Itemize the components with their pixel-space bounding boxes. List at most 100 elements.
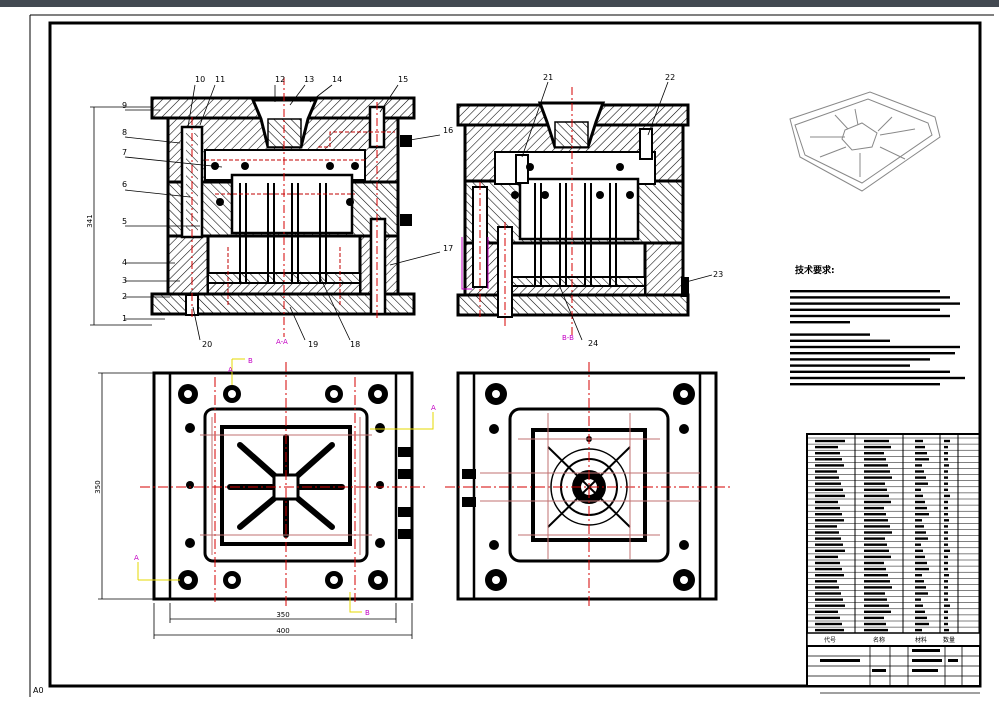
table-cell-mark [944, 567, 948, 571]
col-header-code: 代号 [824, 636, 836, 644]
slider-left-b [515, 154, 529, 184]
table-cell-mark [815, 531, 839, 534]
table-cell-mark [915, 604, 923, 607]
table-cell-mark [864, 476, 892, 479]
part-no-12: 12 [275, 75, 285, 84]
ejector-pins [239, 183, 327, 283]
marker-b-top: B [248, 357, 253, 365]
table-cell-mark [815, 561, 840, 565]
table-cell-mark [815, 537, 841, 540]
table-cell-mark [815, 494, 845, 498]
part-no-20: 20 [202, 340, 212, 349]
table-cell-mark [944, 555, 948, 559]
table-cell-mark [915, 445, 925, 449]
table-cell-mark [864, 543, 887, 546]
plan2-side-plugs [462, 469, 476, 507]
cooling-channel-lines-a [205, 131, 395, 307]
table-cell-mark [915, 561, 927, 565]
table-cell-mark [864, 488, 887, 491]
table-cell-mark [915, 574, 922, 577]
plan-side-plugs [398, 447, 412, 539]
leaders-left [124, 84, 441, 341]
section-label-b-b: B-B [562, 334, 574, 342]
table-cell-mark [815, 439, 845, 443]
cooling-plug-upper [400, 135, 412, 147]
table-cell-mark [864, 580, 890, 583]
table-cell-mark [815, 470, 837, 473]
part-no-19: 19 [308, 340, 318, 349]
part-no-13: 13 [304, 75, 314, 84]
plan2-cooling-lines [480, 413, 700, 559]
table-cell-mark [864, 561, 884, 565]
table-cell-mark [864, 598, 887, 601]
tech-req-lines [790, 290, 965, 386]
table-cell-mark [915, 586, 926, 589]
table-cell-mark [815, 452, 840, 455]
table-cell-mark [915, 628, 922, 632]
table-cell-mark [864, 464, 888, 467]
marker-a-right: A [431, 404, 436, 412]
table-cell-mark [864, 549, 889, 552]
cooling-holes-b [511, 163, 634, 199]
table-cell-mark [915, 616, 927, 620]
leaders-right [521, 81, 713, 341]
part-no-14: 14 [332, 75, 342, 84]
bottom-clamp-plate [150, 292, 416, 316]
table-cell-mark [915, 555, 925, 559]
table-cell-mark [815, 445, 838, 449]
table-cell-mark [944, 458, 948, 461]
table-cell-mark [915, 531, 926, 534]
table-cell-mark [864, 452, 884, 455]
table-cell-mark [815, 622, 842, 626]
plan-cooling-lines [200, 417, 372, 555]
table-cell-mark [915, 470, 924, 473]
table-cell-mark [915, 513, 929, 516]
table-cell-mark [815, 458, 842, 461]
dim-width-inner-text: 350 [276, 611, 289, 619]
sheet-inner-border [48, 21, 982, 688]
table-cell-mark [944, 586, 948, 589]
table-cell-mark [864, 610, 891, 613]
table-cell-mark [915, 543, 921, 546]
table-cell-mark [815, 610, 838, 613]
part-no-18: 18 [350, 340, 360, 349]
plan-guide-holes [178, 384, 388, 590]
plan2-clamp-outline [472, 371, 702, 601]
table-cell-mark [815, 598, 843, 601]
table-cell-mark [815, 604, 845, 607]
table-cell-mark [864, 531, 892, 534]
table-cell-mark [915, 452, 927, 455]
dim-height-front [90, 106, 152, 326]
tech-req-line [790, 302, 960, 305]
title-block-marks [820, 649, 958, 672]
table-cell-mark [915, 458, 929, 461]
part-no-1: 1 [122, 314, 127, 323]
table-cell-mark [915, 598, 921, 601]
table-cell-mark [864, 519, 888, 522]
table-cell-mark [915, 488, 921, 491]
tech-req-line [790, 290, 940, 293]
table-cell-mark [944, 482, 948, 485]
tech-req-line [790, 296, 950, 299]
ejector-retainer-b [502, 276, 646, 287]
table-cell-mark [915, 519, 922, 522]
section-view-a-a: 341 1 2 3 4 5 6 7 8 9 10 11 12 13 14 15 … [86, 75, 453, 349]
marker-a-left: A [134, 554, 139, 562]
plan2-centerlines [445, 362, 730, 607]
title-block-grid [807, 646, 980, 686]
table-cell-mark [864, 494, 889, 498]
table-cell-mark [815, 525, 837, 528]
table-cell-mark [944, 452, 948, 455]
table-cell-mark [864, 622, 886, 626]
part-no-3: 3 [122, 276, 127, 285]
centerlines-a [191, 77, 378, 337]
plan-centerlines [140, 362, 425, 607]
table-cell-mark [864, 470, 890, 473]
plan-small-holes [185, 423, 385, 548]
part-no-21: 21 [543, 73, 553, 82]
table-cell-mark [815, 586, 839, 589]
parts-list-columns [854, 434, 959, 646]
plan-dimensions [98, 372, 413, 639]
col-header-name: 名称 [873, 636, 885, 644]
section-marker-lines [137, 358, 434, 613]
